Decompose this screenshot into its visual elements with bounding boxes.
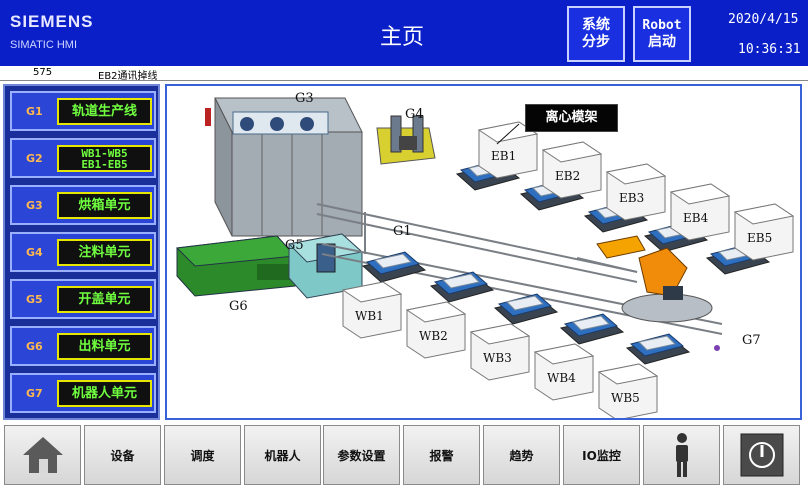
station-wb5[interactable]: WB5: [597, 363, 659, 418]
alarm-line[interactable]: 575 EB2通讯掉线: [0, 66, 808, 82]
oven-unit-g3[interactable]: [205, 97, 363, 237]
wb-cradle-5[interactable]: [625, 333, 691, 365]
wb-cradle-3[interactable]: [493, 293, 559, 325]
nav-label: 机器人单元: [57, 380, 152, 407]
centrifuge-rack-label: 离心模架: [525, 104, 618, 132]
nav-code: G6: [26, 340, 43, 353]
nav-label: 烘箱单元: [57, 192, 152, 219]
alarm-code: 575: [33, 67, 53, 78]
system-step-button[interactable]: 系统分步: [567, 6, 625, 62]
system-step-label-1: 系统: [582, 17, 610, 33]
station-eb1[interactable]: EB1: [477, 121, 539, 179]
system-step-label-2: 分步: [582, 34, 610, 50]
zone-label-g1: G1: [393, 224, 412, 239]
station-wb1-label: WB1: [355, 309, 384, 323]
brand-logo: SIEMENS: [10, 12, 94, 31]
station-eb3[interactable]: EB3: [605, 163, 667, 221]
nav-code: G4: [26, 246, 43, 259]
zone-label-g6: G6: [229, 299, 248, 314]
robot-start-label-2: 启动: [647, 34, 676, 50]
station-wb3-label: WB3: [483, 351, 512, 365]
nav-item-g7[interactable]: G7 机器人单元: [10, 373, 156, 413]
nav-item-g3[interactable]: G3 烘箱单元: [10, 185, 156, 225]
injection-unit-g4[interactable]: [376, 115, 436, 165]
station-wb2[interactable]: WB2: [405, 301, 467, 359]
nav-item-g4[interactable]: G4 注料单元: [10, 232, 156, 272]
home-button[interactable]: [4, 425, 81, 485]
station-eb2[interactable]: EB2: [541, 141, 603, 199]
nav-label-line: WB1-WB5: [81, 147, 128, 160]
nav-code: G5: [26, 293, 43, 306]
wb-cradle-1[interactable]: [361, 251, 427, 283]
nav-item-g1[interactable]: G1 轨道生产线: [10, 91, 156, 131]
station-eb5[interactable]: EB5: [733, 203, 795, 261]
robot-start-label-1: Robot: [642, 18, 682, 33]
station-wb4-label: WB4: [547, 371, 576, 385]
nav-item-g5[interactable]: G5 开盖单元: [10, 279, 156, 319]
equipment-button[interactable]: 设备: [84, 425, 161, 485]
discharge-unit-g6[interactable]: [175, 235, 297, 297]
cap-opening-unit-g5[interactable]: [287, 233, 364, 299]
wb-cradle-4[interactable]: [559, 313, 625, 345]
station-wb3[interactable]: WB3: [469, 323, 531, 381]
station-eb5-label: EB5: [747, 231, 772, 245]
nav-item-g6[interactable]: G6 出料单元: [10, 326, 156, 366]
alarm-message: EB2通讯掉线: [98, 71, 158, 82]
nav-code: G3: [26, 199, 43, 212]
station-wb4[interactable]: WB4: [533, 343, 595, 401]
alarm-button[interactable]: 报警: [403, 425, 480, 485]
nav-label: 注料单元: [57, 239, 152, 266]
product-name: SIMATIC HMI: [10, 39, 78, 51]
zone-label-g3: G3: [295, 91, 314, 106]
user-button[interactable]: [643, 425, 720, 485]
page-title: 主页: [380, 25, 425, 50]
nav-code: G7: [26, 387, 43, 400]
nav-label: 出料单元: [57, 333, 152, 360]
wb-cradle-2[interactable]: [429, 271, 495, 303]
power-button[interactable]: [723, 425, 800, 485]
station-eb4-label: EB4: [683, 211, 709, 225]
station-eb4[interactable]: EB4: [669, 183, 731, 241]
bottom-toolbar: 设备 调度 机器人 参数设置 报警 趋势 IO监控: [0, 423, 808, 489]
home-icon: [22, 437, 63, 473]
nav-code: G2: [26, 152, 43, 165]
trend-button[interactable]: 趋势: [483, 425, 560, 485]
nav-label: 轨道生产线: [57, 98, 152, 125]
time-display: 10:36:31: [738, 42, 801, 57]
io-monitor-button[interactable]: IO监控: [563, 425, 640, 485]
schedule-button[interactable]: 调度: [164, 425, 241, 485]
zone-label-g4: G4: [405, 107, 424, 122]
robot-unit-g7[interactable]: [596, 235, 720, 351]
nav-code: G1: [26, 105, 43, 118]
station-eb3-label: EB3: [619, 191, 644, 205]
robot-button[interactable]: 机器人: [244, 425, 321, 485]
date-display: 2020/4/15: [728, 12, 799, 27]
station-wb1[interactable]: WB1: [341, 281, 403, 339]
station-eb1-label: EB1: [491, 149, 516, 163]
nav-label: 开盖单元: [57, 286, 152, 313]
station-eb2-label: EB2: [555, 169, 580, 183]
user-icon: [675, 433, 688, 477]
zone-label-g7: G7: [742, 333, 761, 348]
nav-label-line: EB1-EB5: [81, 158, 128, 171]
station-wb2-label: WB2: [419, 329, 448, 343]
power-icon: [740, 433, 783, 477]
station-wb5-label: WB5: [611, 391, 640, 405]
parameter-settings-button[interactable]: 参数设置: [323, 425, 400, 485]
zone-label-g5: G5: [285, 238, 304, 253]
